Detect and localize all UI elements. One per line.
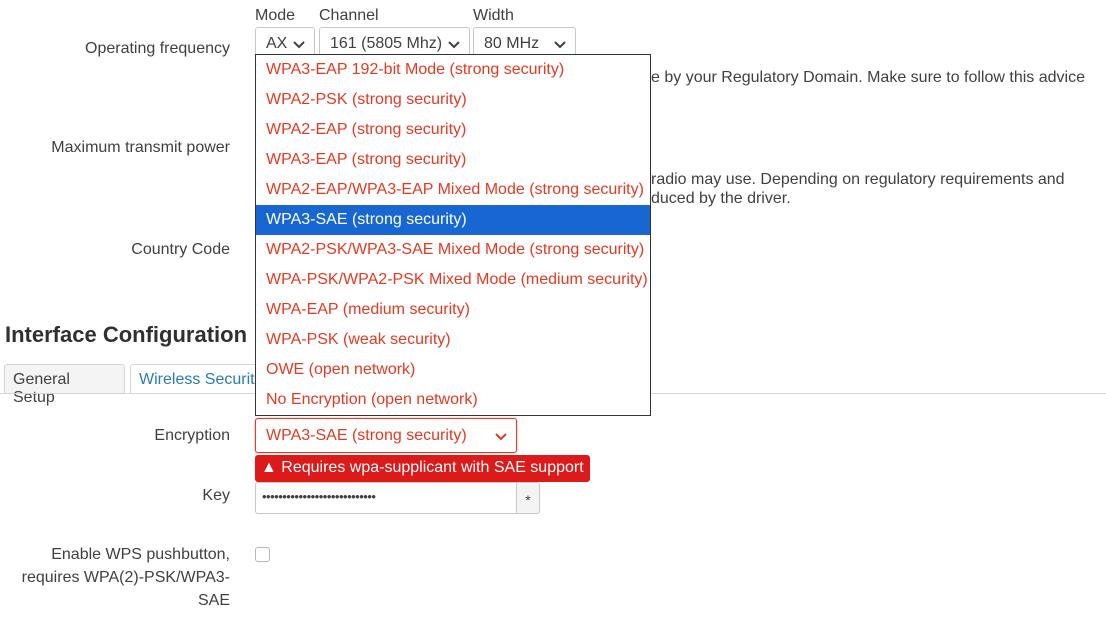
tab-general-setup[interactable]: General Setup — [4, 364, 125, 406]
encryption-option[interactable]: WPA2-PSK (strong security) — [266, 91, 467, 108]
warning-text: Requires wpa-supplicant with SAE support — [281, 459, 584, 476]
country-code-label: Country Code — [131, 241, 230, 258]
encryption-select-value: WPA3-SAE (strong security) — [266, 426, 467, 444]
encryption-option-selected[interactable]: WPA3-SAE (strong security) — [256, 205, 650, 235]
encryption-option[interactable]: No Encryption (open network) — [266, 391, 478, 408]
encryption-label: Encryption — [154, 427, 230, 444]
transmit-power-hint-line2: duced by the driver. — [651, 190, 791, 207]
channel-select-value: 161 (5805 Mhz) — [330, 35, 443, 52]
warning-triangle-icon: ▲ — [261, 459, 277, 476]
sae-warning-badge: ▲ Requires wpa-supplicant with SAE suppo… — [255, 455, 590, 482]
encryption-option[interactable]: WPA2-PSK/WPA3-SAE Mixed Mode (strong sec… — [266, 241, 645, 258]
encryption-select[interactable]: WPA3-SAE (strong security) — [255, 418, 517, 453]
frequency-hint: e by your Regulatory Domain. Make sure t… — [651, 69, 1085, 86]
wps-label-line1: Enable WPS pushbutton, — [51, 546, 230, 563]
transmit-power-hint-line1: radio may use. Depending on regulatory r… — [651, 171, 1065, 188]
encryption-dropdown-list[interactable]: WPA3-EAP 192-bit Mode (strong security) … — [255, 54, 651, 416]
encryption-option[interactable]: WPA-EAP (medium security) — [266, 301, 470, 318]
encryption-option[interactable]: WPA3-EAP (strong security) — [266, 151, 467, 168]
chevron-down-icon — [293, 41, 305, 49]
encryption-option[interactable]: WPA-PSK (weak security) — [266, 331, 451, 348]
encryption-option[interactable]: OWE (open network) — [266, 361, 416, 378]
wps-label-line2: requires WPA(2)-PSK/WPA3- — [21, 569, 230, 586]
encryption-option[interactable]: WPA3-EAP 192-bit Mode (strong security) — [266, 61, 565, 78]
width-header: Width — [473, 7, 514, 24]
reveal-key-button[interactable]: * — [516, 482, 540, 514]
encryption-option[interactable]: WPA2-EAP (strong security) — [266, 121, 467, 138]
mode-select-value: AX — [266, 35, 288, 52]
chevron-down-icon — [554, 41, 566, 49]
mode-header: Mode — [255, 7, 296, 24]
channel-header: Channel — [319, 7, 379, 24]
tab-wireless-security[interactable]: Wireless Securit — [130, 364, 258, 394]
encryption-option[interactable]: WPA2-EAP/WPA3-EAP Mixed Mode (strong sec… — [266, 181, 644, 198]
interface-configuration-heading: Interface Configuration — [5, 322, 248, 347]
operating-frequency-label: Operating frequency — [85, 40, 230, 57]
key-label: Key — [202, 487, 230, 504]
encryption-option[interactable]: WPA-PSK/WPA2-PSK Mixed Mode (medium secu… — [266, 271, 648, 288]
max-transmit-power-label: Maximum transmit power — [51, 139, 230, 156]
wps-checkbox[interactable] — [255, 547, 270, 562]
width-select-value: 80 MHz — [484, 35, 540, 52]
key-input[interactable]: •••••••••••••••••••••••••••• — [255, 482, 517, 514]
chevron-down-icon — [448, 41, 460, 49]
chevron-down-icon — [495, 433, 507, 441]
wps-label-line3: SAE — [197, 592, 230, 609]
